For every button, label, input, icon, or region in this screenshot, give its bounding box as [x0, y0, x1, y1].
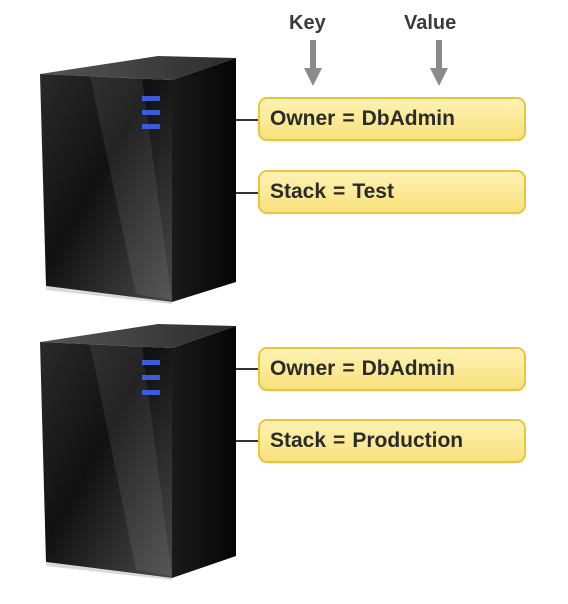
tag-owner-server-2: Owner = DbAdmin — [258, 347, 526, 391]
connector-line — [236, 368, 260, 370]
tag-separator: = — [333, 180, 346, 203]
value-arrow-icon — [430, 40, 448, 86]
server-2-icon — [40, 324, 236, 580]
key-header: Key — [289, 12, 326, 34]
connector-line — [236, 192, 260, 194]
connector-line — [236, 440, 260, 442]
tag-key: Stack — [270, 180, 327, 203]
tag-stack-server-1: Stack = Test — [258, 170, 526, 214]
connector-line — [236, 119, 260, 121]
tag-separator: = — [342, 357, 355, 380]
tag-value: DbAdmin — [361, 357, 455, 380]
tag-key: Stack — [270, 429, 327, 452]
tag-separator: = — [333, 429, 346, 452]
tag-value: DbAdmin — [361, 107, 455, 130]
key-arrow-icon — [304, 40, 322, 86]
tag-key: Owner — [270, 357, 336, 380]
tag-stack-server-2: Stack = Production — [258, 419, 526, 463]
tag-separator: = — [342, 107, 355, 130]
tag-value: Production — [352, 429, 464, 452]
value-header: Value — [404, 12, 457, 34]
tag-key: Owner — [270, 107, 336, 130]
server-1-icon — [40, 56, 236, 304]
tag-owner-server-1: Owner = DbAdmin — [258, 97, 526, 141]
tag-value: Test — [352, 180, 394, 203]
